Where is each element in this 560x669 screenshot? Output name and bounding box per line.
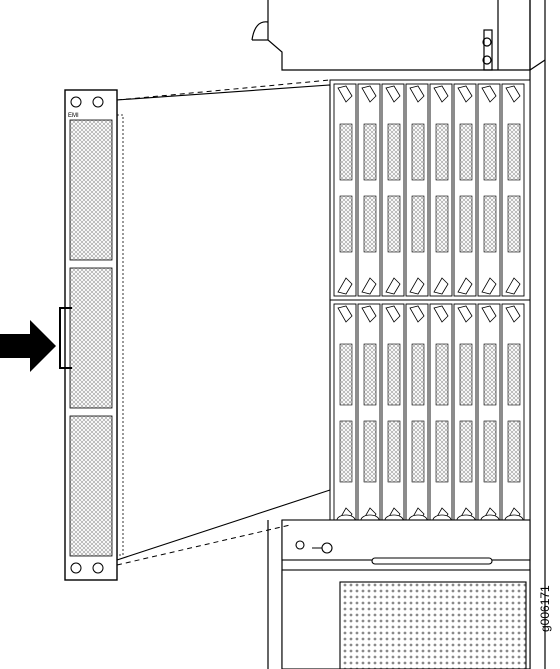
line-card-slot[interactable] <box>453 83 477 527</box>
captive-screw-top-left[interactable] <box>70 96 82 108</box>
captive-screw-bottom-right[interactable] <box>92 562 104 574</box>
panel-handle <box>59 307 72 369</box>
line-card-slot[interactable] <box>357 83 381 527</box>
line-card-slot[interactable] <box>429 83 453 527</box>
line-card-slot[interactable] <box>501 83 525 527</box>
lower-bay <box>281 519 531 669</box>
line-card-slot[interactable] <box>477 83 501 527</box>
line-card-slots <box>333 83 525 527</box>
captive-screw-top-right[interactable] <box>92 96 104 108</box>
line-card-slot[interactable] <box>381 83 405 527</box>
line-card-slot[interactable] <box>333 83 357 527</box>
insertion-arrow-icon <box>0 320 56 372</box>
figure-id: g006171 <box>538 585 552 632</box>
emi-panel[interactable] <box>59 84 331 581</box>
captive-screw-bottom-left[interactable] <box>70 562 82 574</box>
line-card-slot[interactable] <box>405 83 429 527</box>
panel-label: EMI <box>68 113 79 119</box>
